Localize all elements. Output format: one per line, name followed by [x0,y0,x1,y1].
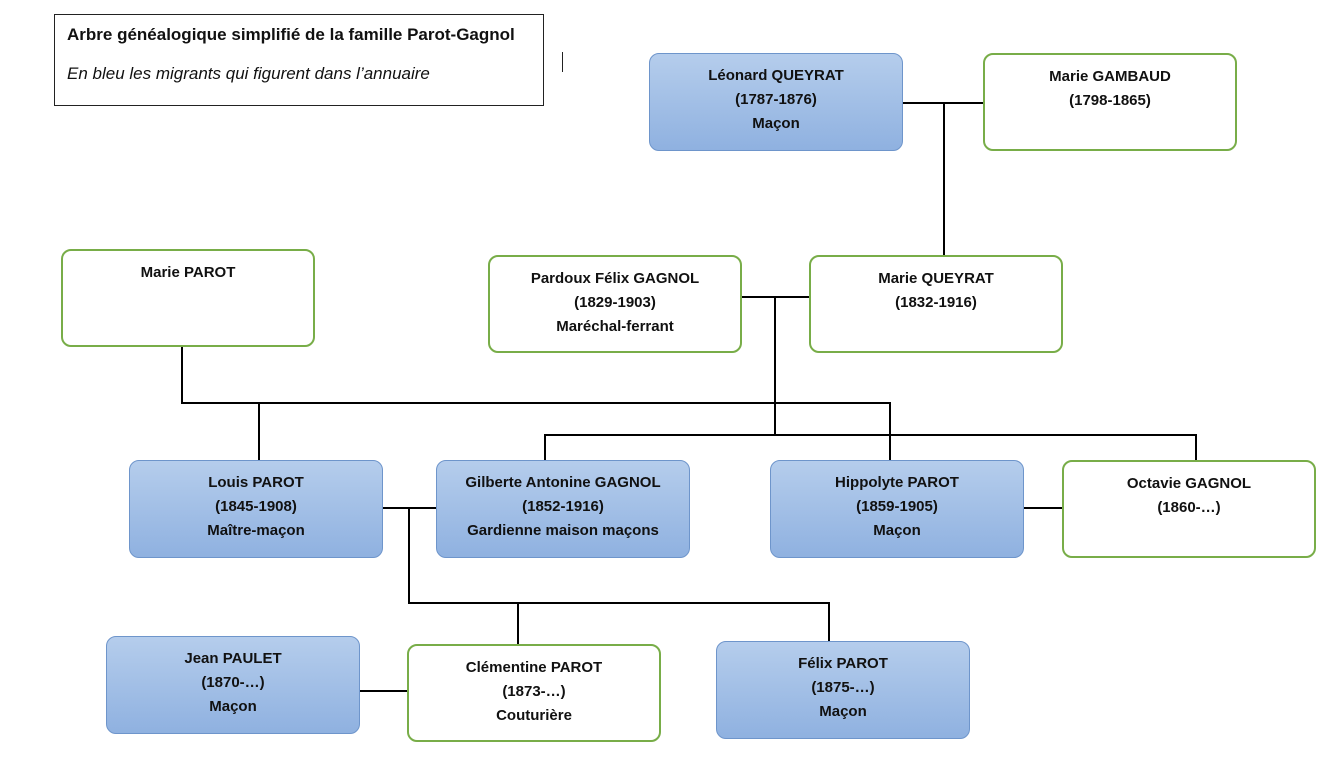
person-dates: (1787-1876) [735,91,817,108]
person-occupation: Maître-maçon [207,522,305,539]
person-occupation: Maçon [873,522,921,539]
person-dates: (1845-1908) [215,498,297,515]
person-name: Jean PAULET [184,650,282,667]
connector-to-felix [828,602,830,642]
person-dates: (1875-…) [811,679,875,696]
person-name: Gilberte Antonine GAGNOL [465,474,661,491]
person-marie-gambaud: Marie GAMBAUD (1798-1865) [983,53,1237,151]
person-marie-parot: Marie PAROT [61,249,315,347]
text-cursor-mark [562,52,563,72]
person-louis-parot: Louis PAROT (1845-1908) Maître-maçon [129,460,383,558]
person-name: Félix PAROT [798,655,888,672]
connector-to-hippolyte [889,402,891,461]
connector-gagnol-children-stem [774,296,776,435]
person-occupation: Couturière [496,707,572,724]
connector-queyrat-to-marie-queyrat [943,102,945,255]
person-name: Marie GAMBAUD [1049,68,1171,85]
person-dates: (1859-1905) [856,498,938,515]
person-name: Hippolyte PAROT [835,474,959,491]
person-occupation: Maçon [819,703,867,720]
connector-to-gilberte [544,434,546,461]
person-jean-paulet: Jean PAULET (1870-…) Maçon [106,636,360,734]
person-felix-parot: Félix PAROT (1875-…) Maçon [716,641,970,739]
person-dates: (1829-1903) [574,294,656,311]
person-dates: (1798-1865) [1069,92,1151,109]
connector-gagnol-children-bar [545,434,1197,436]
person-name: Clémentine PAROT [465,659,603,676]
person-name: Marie QUEYRAT [878,270,994,287]
person-dates: (1832-1916) [895,294,977,311]
person-hippolyte-parot: Hippolyte PAROT (1859-1905) Maçon [770,460,1024,558]
person-dates: (1873-…) [502,683,566,700]
person-octavie-gagnol: Octavie GAGNOL (1860-…) [1062,460,1316,558]
person-occupation: Gardienne maison maçons [467,522,659,539]
connector-pardoux-marie-queyrat [742,296,810,298]
person-occupation: Maçon [752,115,800,132]
person-name: Pardoux Félix GAGNOL [530,270,700,287]
person-dates: (1860-…) [1157,499,1221,516]
person-dates: (1852-1916) [522,498,604,515]
person-name: Louis PAROT [208,474,304,491]
person-occupation: Maréchal-ferrant [556,318,674,335]
person-marie-queyrat: Marie QUEYRAT (1832-1916) [809,255,1063,353]
person-leonard-queyrat: Léonard QUEYRAT (1787-1876) Maçon [649,53,903,151]
connector-to-clementine [517,602,519,644]
title-box: Arbre généalogique simplifié de la famil… [54,14,544,106]
person-name: Octavie GAGNOL [1126,475,1252,492]
person-name: Marie PAROT [140,264,236,281]
person-name: Léonard QUEYRAT [708,67,844,84]
connector-hippolyte-octavie [1023,507,1063,509]
connector-louis-children-bar [408,602,830,604]
connector-to-octavie [1195,434,1197,461]
diagram-legend-note: En bleu les migrants qui figurent dans l… [67,64,430,83]
connector-to-louis [258,402,260,461]
connector-marie-parot-stem [181,347,183,403]
person-dates: (1870-…) [201,674,265,691]
connector-parot-children-bar [181,402,891,404]
person-gilberte-antonine-gagnol: Gilberte Antonine GAGNOL (1852-1916) Gar… [436,460,690,558]
person-pardoux-felix-gagnol: Pardoux Félix GAGNOL (1829-1903) Marécha… [488,255,742,353]
connector-jean-clementine [359,690,408,692]
connector-louis-children-stem [408,507,410,603]
person-clementine-parot: Clémentine PAROT (1873-…) Couturière [407,644,661,742]
diagram-title: Arbre généalogique simplifié de la famil… [67,25,515,44]
person-occupation: Maçon [209,698,257,715]
